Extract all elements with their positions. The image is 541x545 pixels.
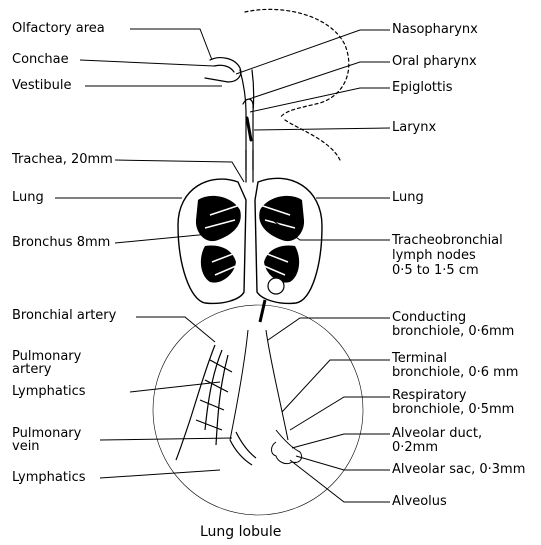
- label-alveolar-sac: Alveolar sac, 0·3mm: [392, 463, 525, 477]
- vascular-network: [176, 345, 232, 460]
- label-lymphatics-upper: Lymphatics: [12, 385, 86, 399]
- label-tracheobronchial-lymph-nodes: Tracheobronchial lymph nodes 0·5 to 1·5 …: [392, 233, 503, 278]
- bronchiole-left: [230, 330, 248, 440]
- label-terminal-bronchiole: Terminal bronchiole, 0·6 mm: [392, 352, 518, 380]
- label-pulmonary-artery: Pulmonary artery: [12, 350, 81, 376]
- label-oral-pharynx: Oral pharynx: [392, 55, 477, 69]
- neck-outline: [285, 120, 340, 160]
- larynx: [247, 118, 251, 140]
- bronchiole-right: [266, 330, 288, 440]
- trachea: [246, 150, 253, 182]
- caption: Lung lobule: [200, 525, 281, 539]
- pharynx: [240, 70, 246, 170]
- lungs: [178, 178, 322, 322]
- label-trachea: Trachea, 20mm: [12, 153, 113, 167]
- label-olfactory-area: Olfactory area: [12, 22, 105, 36]
- nasal-cavity: [205, 58, 241, 82]
- label-bronchial-artery: Bronchial artery: [12, 309, 116, 323]
- epiglottis: [243, 99, 253, 108]
- lymph-node: [268, 278, 284, 294]
- label-conchae: Conchae: [12, 53, 69, 67]
- lung-lobule-outline: [153, 305, 363, 515]
- label-epiglottis: Epiglottis: [392, 81, 452, 95]
- label-lymphatics-lower: Lymphatics: [12, 471, 86, 485]
- label-vestibule: Vestibule: [12, 79, 71, 93]
- label-nasopharynx: Nasopharynx: [392, 23, 478, 37]
- label-respiratory-bronchiole: Respiratory bronchiole, 0·5mm: [392, 389, 514, 417]
- label-larynx: Larynx: [392, 121, 436, 135]
- label-bronchus: Bronchus 8mm: [12, 236, 110, 250]
- label-alveolus: Alveolus: [392, 495, 447, 509]
- label-pulmonary-vein: Pulmonary vein: [12, 427, 81, 453]
- label-conducting-bronchiole: Conducting bronchiole, 0·6mm: [392, 311, 514, 339]
- label-alveolar-duct: Alveolar duct, 0·2mm: [392, 427, 482, 455]
- label-lung-left: Lung: [12, 191, 44, 205]
- label-lung-right: Lung: [392, 191, 424, 205]
